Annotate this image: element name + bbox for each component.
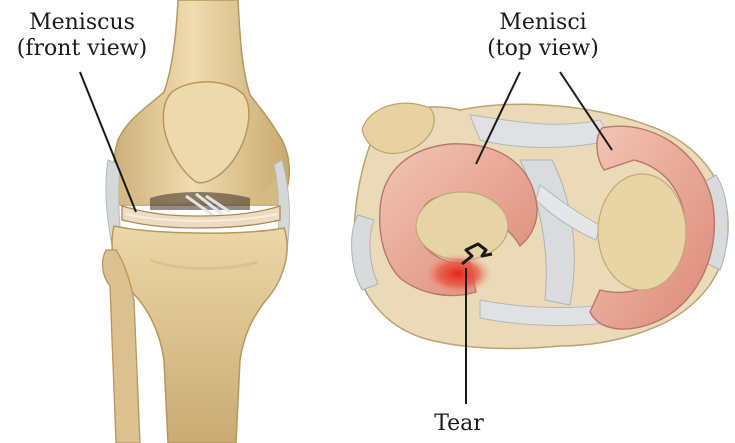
tear-region — [424, 254, 492, 294]
front-view-knee — [103, 0, 290, 443]
plateau-medial — [416, 192, 508, 260]
label-front-line1: Meniscus — [2, 10, 162, 36]
label-meniscus-front-view: Meniscus (front view) — [2, 10, 162, 62]
label-top-line1: Menisci — [468, 10, 618, 36]
label-tear: Tear — [424, 411, 494, 437]
label-top-line2: (top view) — [468, 36, 618, 62]
top-view-knee — [352, 103, 729, 348]
label-front-line2: (front view) — [2, 36, 162, 62]
label-menisci-top-view: Menisci (top view) — [468, 10, 618, 62]
plateau-lateral — [598, 174, 686, 290]
